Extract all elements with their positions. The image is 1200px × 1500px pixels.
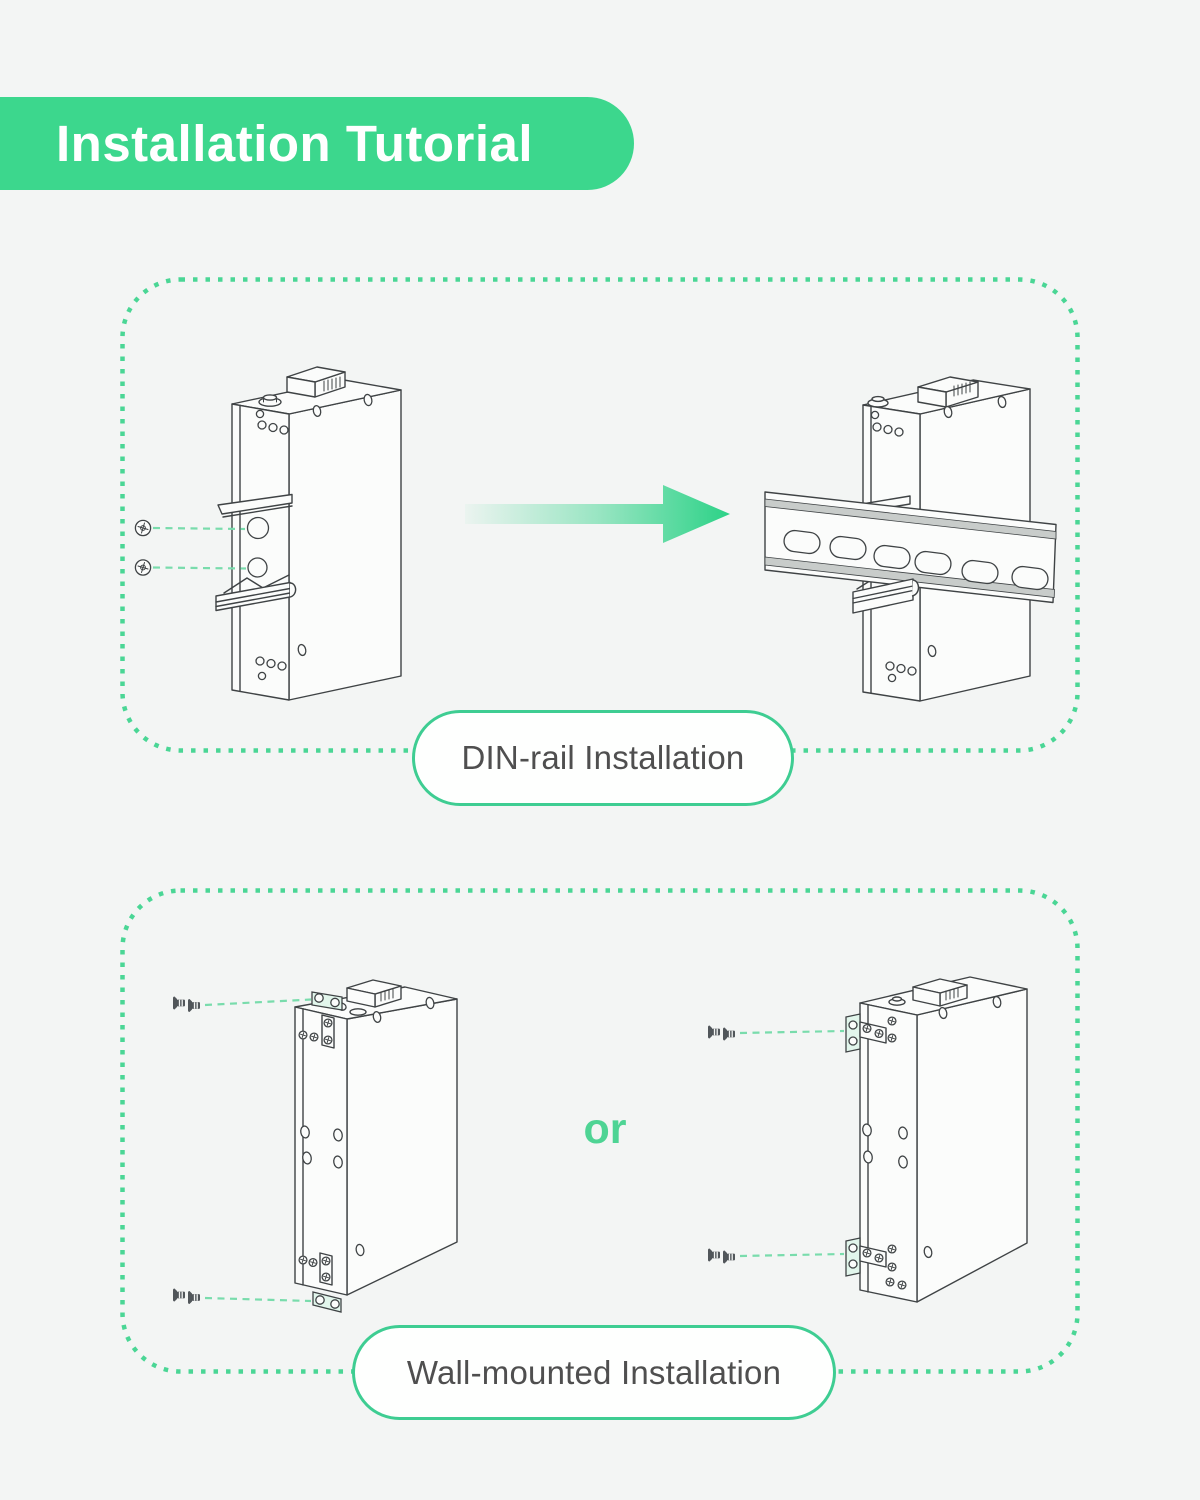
device-with-din-clip-illustration	[134, 366, 402, 701]
wall-mounted-label: Wall-mounted Installation	[406, 1353, 782, 1391]
din-rail-label-pill: DIN-rail Installation	[412, 710, 794, 806]
device-body	[231, 379, 402, 701]
wall-mount-front-illustration	[172, 979, 458, 1313]
wall-mounted-label-pill: Wall-mounted Installation	[352, 1325, 836, 1420]
screw-side-icon	[707, 1247, 736, 1265]
mounting-bracket-bottom	[845, 1237, 907, 1290]
mounting-bracket-bottom	[298, 1252, 342, 1313]
arrow-right-icon	[465, 485, 730, 543]
din-rail	[764, 491, 1057, 604]
header-pill: Installation Tutorial	[0, 97, 634, 190]
panel-holes	[862, 995, 1002, 1259]
screw-side-icon	[172, 995, 201, 1013]
device-body	[859, 976, 1028, 1303]
screw-leader-line	[739, 1029, 845, 1035]
mounting-bracket-top	[298, 991, 347, 1049]
screw-side-icon	[172, 1287, 201, 1305]
page-title: Installation Tutorial	[56, 115, 534, 172]
terminal-block-icon	[912, 978, 968, 1007]
terminal-block-icon	[346, 979, 402, 1008]
panel-holes	[300, 996, 435, 1257]
panel-holes	[255, 393, 373, 681]
din-clip-icon	[215, 493, 297, 612]
screw-leader-line	[204, 998, 312, 1007]
screw-leader-line	[739, 1252, 845, 1258]
device-on-din-rail-illustration	[764, 376, 1057, 702]
din-clip-icon	[852, 578, 920, 614]
screw-head-icon	[134, 519, 152, 576]
grounding-screw	[349, 1008, 367, 1016]
mounting-bracket-top	[845, 1013, 897, 1053]
wall-mount-side-illustration	[707, 976, 1028, 1303]
panel-holes	[870, 395, 1007, 683]
screw-leader-line	[152, 566, 247, 570]
device-body	[294, 986, 458, 1296]
screw-leader-line	[152, 526, 246, 531]
screw-side-icon	[707, 1024, 736, 1042]
terminal-block-icon	[286, 366, 346, 398]
screw-leader-line	[204, 1296, 312, 1303]
grounding-screw	[888, 996, 906, 1006]
din-rail-label: DIN-rail Installation	[461, 739, 745, 776]
or-text: or	[583, 1105, 627, 1153]
terminal-block-icon	[917, 376, 979, 408]
grounding-screw	[867, 395, 889, 408]
grounding-screw	[258, 394, 282, 407]
